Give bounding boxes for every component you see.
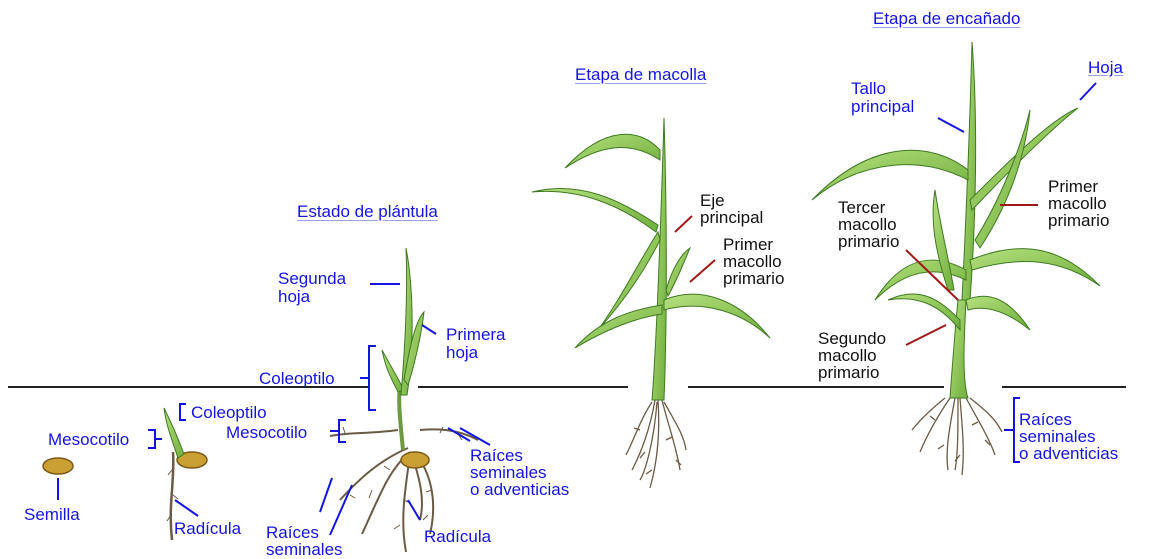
radicle-label-germination: Radícula xyxy=(174,519,242,538)
mesocotyl-label-seedling: Mesocotilo xyxy=(226,423,308,442)
adventitious-roots-label-seedling: Raíces seminales o adventicias xyxy=(470,446,570,499)
mesocotyl-label-germination: Mesocotilo xyxy=(48,430,130,449)
coleoptile-label-germination: Coleoptilo xyxy=(191,403,267,422)
seedling-drawing xyxy=(329,247,479,553)
seedling-pointers xyxy=(319,283,491,536)
first-leaf-label: Primera hoja xyxy=(446,325,506,362)
germinating-pointers xyxy=(148,403,199,517)
second-leaf-label: Segunda hoja xyxy=(278,269,347,306)
seed-label: Semilla xyxy=(24,505,80,524)
leaf-label: Hoja xyxy=(1088,58,1123,77)
main-stem-label: Tallo principal xyxy=(851,79,915,116)
adventitious-roots-label-jointing: Raíces seminales o adventicias xyxy=(1019,410,1119,463)
jointing-stage-title: Etapa de encañado xyxy=(873,9,1021,28)
seed-drawing xyxy=(42,457,74,475)
seedling-stage-title: Estado de plántula xyxy=(297,202,438,221)
first-tiller-label-tillering: Primer macollo primario xyxy=(723,235,785,288)
coleoptile-label-seedling: Coleoptilo xyxy=(259,369,335,388)
germinating-seed-drawing xyxy=(163,407,208,541)
main-axis-label: Eje principal xyxy=(700,191,764,227)
tillering-stage-title: Etapa de macolla xyxy=(575,65,707,84)
seminal-roots-label: Raíces seminales xyxy=(266,523,343,559)
jointing-pointers xyxy=(905,82,1097,463)
third-tiller-label: Tercer macollo primario xyxy=(838,198,900,251)
tillering-pointers xyxy=(674,215,716,283)
second-tiller-label: Segundo macollo primario xyxy=(818,329,887,382)
radicle-label-seedling: Radícula xyxy=(424,527,492,546)
tillering-drawing xyxy=(531,117,771,489)
jointing-drawing xyxy=(811,41,1101,476)
first-tiller-label-jointing: Primer macollo primario xyxy=(1048,177,1110,230)
